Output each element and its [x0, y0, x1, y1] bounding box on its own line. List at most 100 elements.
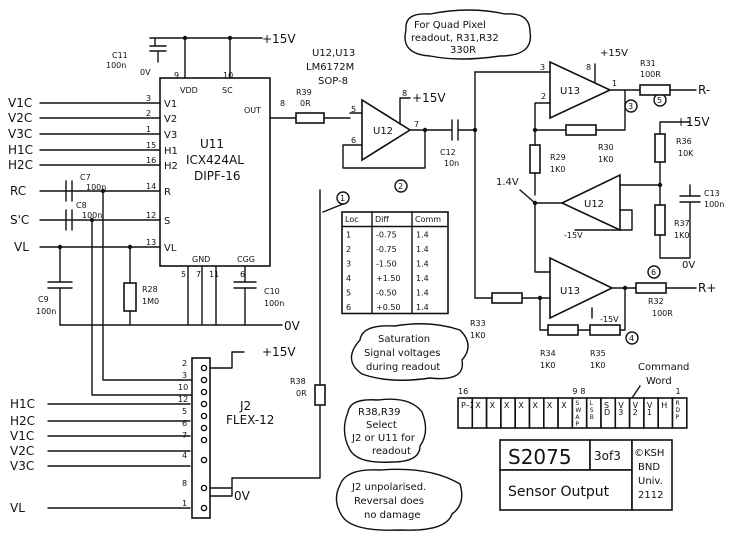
note-select-2: Select	[366, 420, 397, 431]
cmd-cell-text: S	[604, 401, 609, 410]
j2-pin	[200, 388, 208, 396]
title-name: Sensor Output	[508, 484, 610, 500]
r36-label: R36	[676, 137, 692, 146]
title-univ: Univ.	[638, 476, 663, 487]
cmd-cell-text: S	[590, 407, 594, 414]
u11-pin-name: R	[164, 187, 171, 198]
j2-input-label: V1C	[10, 429, 34, 443]
r30-value: 1K0	[598, 155, 613, 164]
u11-pin-number: 15	[146, 141, 156, 150]
u11-sc-label: SC	[222, 86, 233, 95]
cmd-cell-text: V	[647, 401, 653, 410]
table-cell: 4	[346, 274, 351, 283]
cmd-cell-text: L	[590, 400, 594, 407]
j2-connector	[191, 357, 211, 519]
u11-pin-number: 14	[146, 182, 156, 191]
table-cell: 1	[346, 231, 351, 240]
c10-value: 100n	[264, 299, 284, 308]
u13-top-amp	[549, 60, 612, 120]
cmd-cell-text: S	[575, 400, 579, 407]
marker-circle	[625, 331, 639, 345]
cmd-cell-text: 1	[647, 408, 652, 417]
c11-value: 100n	[106, 61, 126, 70]
u11-name: U11	[200, 137, 224, 151]
input-sc: S'C	[10, 213, 29, 227]
u11-pin11: 11	[209, 270, 219, 279]
j2-rs-wire	[179, 379, 193, 396]
u11-cgg-label: CGG	[237, 255, 255, 264]
cmd-cell-text: 2	[633, 408, 638, 417]
title-name-box	[499, 469, 633, 511]
u13-bottom-amp	[549, 256, 614, 320]
j2-pin	[200, 424, 208, 432]
u11-pin-number: 2	[146, 109, 151, 118]
table-frame	[341, 211, 449, 315]
rail-15v-u13: +15V	[600, 48, 628, 59]
r32-value: 100R	[652, 309, 673, 318]
c11-label: C11	[112, 51, 128, 60]
u13-top-pin1: 1	[612, 79, 617, 88]
title-bnd: BND	[638, 462, 660, 473]
j2-input-label: V2C	[10, 444, 34, 458]
note-saturation-1: Saturation	[378, 334, 430, 345]
u11-pin-name: V3	[164, 130, 177, 141]
input-v2c: V2C	[8, 111, 32, 125]
c12-value: 10n	[444, 159, 459, 168]
rail-15v-u12: +15V	[412, 91, 446, 105]
cmd-cell-text: R	[676, 400, 680, 407]
j2-pin	[200, 412, 208, 420]
table-cell: 5	[346, 289, 351, 298]
c9-value: 100n	[36, 307, 56, 316]
rail-m15v-u13: -15V	[600, 315, 619, 324]
j2-part: FLEX-12	[226, 413, 274, 427]
j2-pin-number: 3	[182, 371, 187, 380]
r37-value: 1K0	[674, 231, 689, 240]
r31-label: R31	[640, 59, 656, 68]
u13-top-label: U13	[560, 86, 580, 97]
cmd-cell-text: V	[633, 401, 639, 410]
r28-label: R28	[142, 285, 158, 294]
cmd-cell-text: X	[533, 401, 539, 410]
rail-0v-c13: 0V	[682, 260, 695, 271]
note-select-1: R38,R39	[358, 407, 401, 418]
cmd-bit-number: 8	[580, 387, 585, 396]
cmd-cell-text: X	[547, 401, 553, 410]
marker-number: 4	[629, 334, 634, 343]
u12-pin6: 6	[351, 136, 356, 145]
u12-pin8: 8	[402, 89, 407, 98]
c10-label: C10	[264, 287, 280, 296]
note-quad2: readout, R31,R32	[411, 33, 499, 44]
r37-label: R37	[674, 219, 690, 228]
marker-circle	[394, 179, 408, 193]
j2-pin	[200, 400, 208, 408]
r29-label: R29	[550, 153, 566, 162]
u11-vdd-label: VDD	[180, 86, 198, 95]
r33-label: R33	[470, 319, 486, 328]
u11-pin-number: 16	[146, 156, 156, 165]
j2-name: J2	[239, 399, 251, 413]
title-author-box	[631, 439, 673, 511]
u11-pin-name: H2	[164, 161, 178, 172]
j2-pin-number: 1	[182, 499, 187, 508]
u11-pin-name: S	[164, 216, 170, 227]
c9-label: C9	[38, 295, 49, 304]
note-lm6172: LM6172M	[306, 62, 354, 73]
c12-label: C12	[440, 148, 456, 157]
title-sheet: 3of3	[594, 449, 621, 463]
note-quad3: 330R	[450, 45, 476, 56]
u13-top-pin8: 8	[586, 63, 591, 72]
u11-pin6: 6	[240, 270, 245, 279]
cmd-cell-text: X	[518, 401, 524, 410]
input-vl: VL	[14, 240, 29, 254]
u11-package: DIPF-16	[194, 169, 241, 183]
u11-pin-number: 13	[146, 238, 156, 247]
cmd-cell-text: P	[575, 421, 579, 428]
c11-ground: 0V	[140, 68, 151, 77]
r38-value: 0R	[296, 389, 307, 398]
cmd-cell-text: P–X	[461, 401, 476, 410]
input-h1c: H1C	[8, 143, 33, 157]
